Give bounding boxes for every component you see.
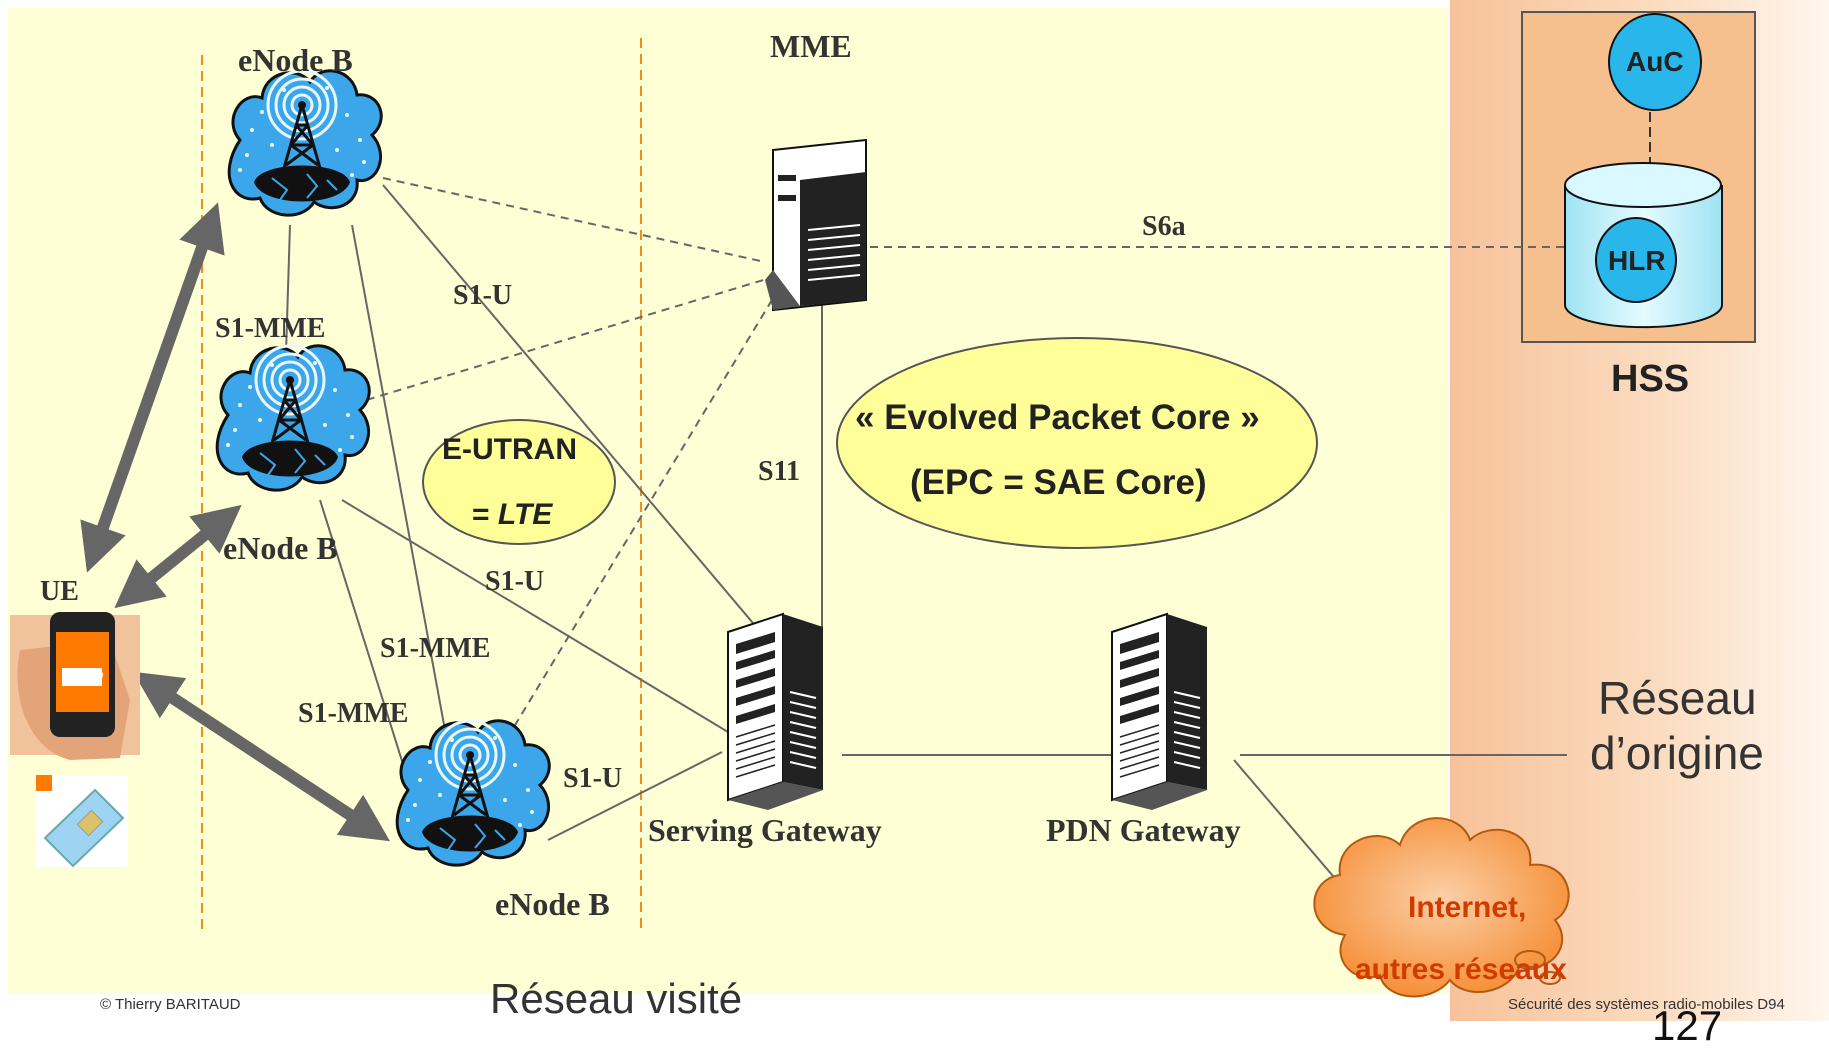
lte-architecture-diagram: eNode B eNode B eNode B MME UE S1-MME S1… [8,0,1829,1047]
sim-card-icon [36,775,128,868]
epc-ellipse [836,337,1318,549]
enodeb-bottom-label: eNode B [495,886,610,922]
pdn-gateway-label: PDN Gateway [1046,812,1241,848]
s1-mme-label: S1-MME [298,698,409,729]
s1-mme-label: S1-MME [380,633,491,664]
eutran-ellipse [422,419,616,545]
enodeb-top-label: eNode B [238,42,353,78]
visited-network-label: Réseau visité [490,975,743,1022]
serving-gateway-label: Serving Gateway [648,812,882,848]
footer-copyright: © Thierry BARITAUD [100,996,241,1013]
s1-u-label: S1-U [485,566,545,597]
ue-phone-icon [10,612,140,760]
enodeb-mid-label: eNode B [223,530,338,566]
eutran-label: E-UTRAN [442,433,577,466]
s6a-label: S6a [1142,211,1186,242]
hss-label: HSS [1611,358,1690,400]
pdn-gateway-server-icon [1111,613,1208,811]
mme-label: MME [770,28,852,64]
home-network-label-2: d’origine [1590,727,1764,779]
page-number: 127 [1652,1002,1723,1049]
auc-label: AuC [1626,46,1684,77]
epc-subtitle: (EPC = SAE Core) [910,463,1207,502]
ue-radio-links [80,202,391,842]
s1-u-label: S1-U [563,763,623,794]
internet-label: Internet, [1408,891,1527,924]
control-plane-dashed-lines [339,177,1565,751]
auc-node [1608,13,1702,111]
s11-label: S11 [758,456,801,487]
other-networks-label: autres réseaux [1355,953,1567,986]
internet-cloud-icon [1313,817,1570,998]
epc-title: « Evolved Packet Core » [855,398,1260,437]
s1-mme-label: S1-MME [215,313,326,344]
interface-lines [284,184,1567,904]
phone-brand-label: orange [67,669,104,681]
footer-course-title: Sécurité des systèmes radio-mobiles D94 [1508,996,1785,1013]
home-network-label: Réseau [1598,672,1757,724]
s1-u-label: S1-U [453,280,513,311]
ue-label: UE [40,576,79,607]
lte-label: = LTE [472,498,553,531]
hlr-node [1595,217,1677,303]
serving-gateway-server-icon [727,613,824,811]
mme-server-icon [765,138,867,312]
hlr-label: HLR [1608,245,1666,276]
